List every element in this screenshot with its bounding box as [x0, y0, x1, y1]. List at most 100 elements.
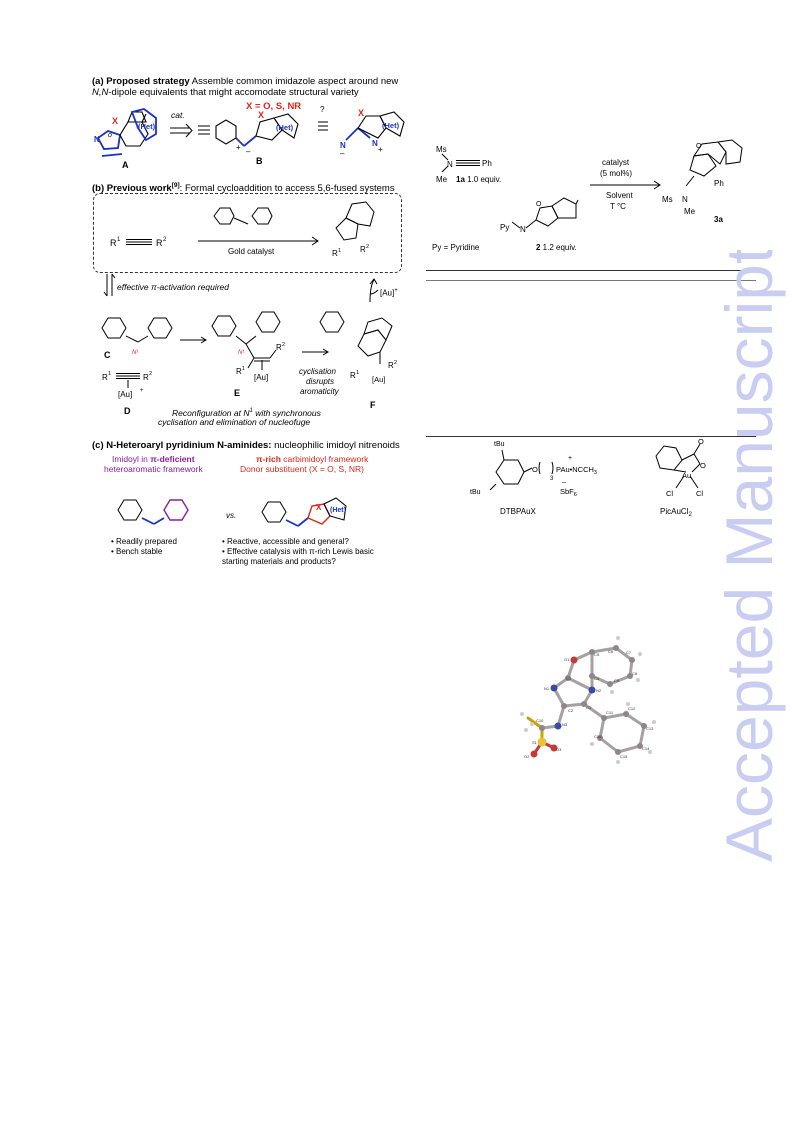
aminide-2: [511, 197, 579, 229]
benzoxazole-aminide: [261, 497, 347, 527]
atom-label-c11: C11: [606, 710, 614, 715]
pau-plus: +: [568, 455, 572, 462]
sbf6-label: SbF6: [560, 487, 577, 498]
o-3a: O: [696, 143, 702, 150]
plus-c: +: [378, 145, 383, 154]
me-3a: Me: [684, 207, 696, 216]
atom-x-a: X: [112, 116, 118, 126]
panel-c-right-line1: π-rich carbimidoyl framework: [256, 454, 368, 465]
au-e: [Au]: [254, 373, 268, 382]
atom-label-n3: N3: [562, 722, 568, 727]
picaucl2-label: PicAuCl2: [660, 507, 692, 518]
panel-c-heading: (c) N-Heteroaryl pyridinium N-aminides: …: [92, 440, 400, 451]
catalyst-label: catalyst: [602, 158, 630, 167]
reconfig-2: with synchronous: [252, 407, 321, 418]
right-1b: carbimidoyl framework: [280, 454, 369, 464]
panel-a-heading-line2: N,N-dipole equivalents that might accomo…: [92, 87, 359, 98]
panel-b-box-scheme: R 1 R 2 Gold catalyst R 1 R 2: [110, 201, 375, 258]
reconfig-line2: cyclisation and elimination of nucleofug…: [158, 417, 311, 427]
ms-1a: Ms: [436, 145, 447, 154]
atom-label-c16: C16: [594, 734, 602, 739]
structure-a: [96, 108, 157, 157]
catalyst-structures: tBu tBu O 3 PAu•NCCH3 + SbF6 – DTBPAuX O…: [470, 438, 706, 518]
au-d: [Au]: [118, 390, 132, 399]
atom-label-c2: C2: [568, 708, 574, 713]
r2-product: R: [360, 245, 366, 254]
alkyne-left: [126, 239, 152, 245]
reaction-arrow: [590, 180, 661, 190]
tbu-left: tBu: [470, 489, 481, 496]
product-imidazopyrimidine: [335, 201, 375, 241]
r2-left: R: [156, 238, 163, 248]
left-1a: Imidoyl in: [112, 454, 151, 464]
crystal-labels: O1 C1 N1 C2 N3 C10 S1 O2 O3 N2 C3 C4 C5 …: [524, 649, 654, 759]
panel-a-heading-ital: N,N: [92, 87, 109, 98]
pyrimidine-aminide: [117, 499, 189, 525]
label-f: F: [370, 400, 376, 410]
atom-n-a: N: [94, 135, 100, 144]
r1-d: R: [102, 373, 108, 382]
reagent-2: 2 1.2 equiv.: [536, 243, 577, 252]
equiv-sign: [318, 121, 328, 131]
n-1a: N: [447, 160, 453, 169]
n-3a: N: [682, 195, 688, 204]
r2-left-sup: 2: [163, 237, 167, 243]
accepted-manuscript-watermark: Accepted Manuscript: [712, 250, 786, 862]
panel-c-right-line2: Donor substituent (X = O, S, NR): [240, 464, 365, 474]
cl-pic-2: Cl: [696, 489, 703, 498]
minus-c: –: [340, 149, 345, 158]
ynamide-1a: [441, 153, 480, 173]
table-rule-3: [426, 436, 756, 437]
arrow-e-f: [302, 348, 329, 356]
panel-c-heading-bold: (c) N-Heteroaryl pyridinium N-aminides:: [92, 440, 272, 451]
retro-arrow: [170, 123, 210, 138]
atom-label-c5: C5: [594, 652, 600, 657]
panel-c-structures: vs. X (Het): [117, 497, 347, 527]
pau-label: PAu•NCCH3: [556, 465, 597, 476]
atom-label-c9: C9: [614, 678, 620, 683]
au-d-plus: +: [140, 388, 144, 394]
structure-e: [211, 311, 281, 370]
het-c: (Het): [382, 121, 400, 130]
panel-c-left-line2: heteroaromatic framework: [104, 464, 203, 474]
gold-arrow: [198, 236, 319, 246]
me-1a: Me: [436, 175, 448, 184]
r1-e: R: [236, 367, 242, 376]
panel-a-heading-line2-rest: -dipole equivalents that might accomodat…: [108, 87, 359, 98]
equilibrium-arrows: [103, 273, 116, 297]
panel-c-left-line1: Imidoyl in π-deficient: [112, 454, 195, 465]
panel-b-heading: (b) Previous work[9]: Formal cycloadditi…: [92, 180, 395, 194]
r2-f: R: [388, 361, 394, 370]
atom-x-b: X: [258, 110, 264, 120]
table-rule-2: [426, 280, 756, 281]
atom-label-c1: C1: [566, 676, 572, 681]
au-plus-text: [Au]: [380, 288, 395, 298]
arrow-c-e: [180, 336, 207, 344]
reconfig-1: Reconfiguration at N: [172, 407, 250, 418]
label-b: B: [256, 156, 263, 166]
panel-b-heading-bold: (b) Previous work: [92, 183, 172, 195]
r2-f-sup: 2: [394, 360, 397, 366]
atom-label-c8: C8: [632, 671, 638, 676]
panel-a-heading-bold: (a) Proposed strategy: [92, 76, 190, 87]
crystal-structure: O1 C1 N1 C2 N3 C10 S1 O2 O3 N2 C3 C4 C5 …: [520, 636, 656, 764]
py-2: Py: [500, 223, 509, 232]
atom-label-o2: O2: [524, 754, 530, 759]
atom-label-c7: C7: [626, 650, 632, 655]
minus-b: –: [246, 147, 251, 156]
gold-catalyst-label: Gold catalyst: [228, 247, 275, 256]
r1-e-sup: 1: [242, 366, 245, 372]
cat-label: cat.: [171, 110, 185, 120]
atom-x-panel-c: X: [316, 503, 322, 512]
bullet-left-2: • Bench stable: [111, 547, 163, 556]
watermark-text: Accepted Manuscript: [712, 250, 786, 862]
label-e: E: [234, 388, 240, 398]
reagent-1a: 1a 1.0 equiv.: [456, 175, 501, 184]
crystal-atoms: [520, 636, 656, 764]
reconfig-line1: Reconfiguration at N1 with synchronous: [172, 406, 321, 419]
cyclisation-3: aromaticity: [300, 387, 339, 396]
o-dtbp: O: [532, 465, 538, 474]
atom-label-o1: O1: [564, 657, 570, 662]
vs-label: vs.: [226, 511, 236, 520]
atom-label-s1: S1: [532, 740, 538, 745]
